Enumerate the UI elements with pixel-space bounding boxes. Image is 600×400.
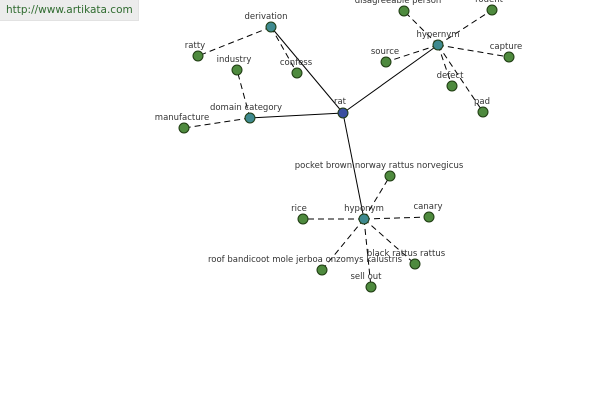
edge-derivation-to-confess xyxy=(270,26,298,74)
edge-hypernym-to-pad xyxy=(437,44,484,113)
edge-hypernym-to-source xyxy=(385,44,439,63)
edge-hypernym-to-disagreeable-person xyxy=(403,10,439,46)
node-label-disagreeable-person[interactable]: disagreeable person xyxy=(355,0,442,6)
node-hyponym[interactable] xyxy=(358,213,370,225)
node-rat[interactable] xyxy=(337,107,349,119)
node-ratty[interactable] xyxy=(192,50,204,62)
edge-hypernym-to-rodent xyxy=(437,9,493,46)
node-label-rodent[interactable]: rodent xyxy=(475,0,504,5)
node-domain-category[interactable] xyxy=(244,112,256,124)
node-canary[interactable] xyxy=(423,211,435,223)
node-rice[interactable] xyxy=(297,213,309,225)
node-confess[interactable] xyxy=(291,67,303,79)
node-pad[interactable] xyxy=(477,106,489,118)
node-derivation[interactable] xyxy=(265,21,277,33)
node-label-roof-bandicoot-mole-jerboa[interactable]: roof bandicoot mole jerboa onzomys kalus… xyxy=(208,255,403,265)
edge-hyponym-to-pocket-brown-norway-rattus-norvegicus xyxy=(363,175,391,220)
edge-rat-to-derivation xyxy=(270,26,344,114)
labels-layer: rat derivation hypernym domain category hypo… xyxy=(155,0,522,282)
watermark-link[interactable]: http://www.artikata.com xyxy=(6,4,133,16)
edge-hyponym-to-black-rattus-rattus xyxy=(363,218,416,265)
node-pocket-brown-norway-rattus-norvegicus[interactable] xyxy=(384,170,396,182)
edge-rat-to-hypernym xyxy=(342,44,439,114)
node-label-pocket-brown-norway-rattus-norvegicus[interactable]: pocket brown norway rattus norvegicus xyxy=(295,161,464,171)
edge-rat-to-domain-category xyxy=(249,112,344,119)
node-label-canary[interactable]: canary xyxy=(413,202,442,212)
node-label-domain-category[interactable]: domain category xyxy=(210,103,282,113)
node-label-rice[interactable]: rice xyxy=(291,204,307,214)
node-roof-bandicoot-mole-jerboa[interactable] xyxy=(316,264,328,276)
edge-domain-category-to-industry xyxy=(236,69,251,119)
node-hypernym[interactable] xyxy=(432,39,444,51)
node-label-confess[interactable]: confess xyxy=(280,58,313,68)
node-label-rat[interactable]: rat xyxy=(334,97,347,107)
node-sell-out[interactable] xyxy=(365,281,377,293)
nodes-layer xyxy=(178,4,515,293)
node-black-rattus-rattus[interactable] xyxy=(409,258,421,270)
edge-domain-category-to-manufacture xyxy=(183,117,251,129)
node-label-industry[interactable]: industry xyxy=(217,55,252,65)
node-label-defect[interactable]: defect xyxy=(437,71,465,81)
node-label-pad[interactable]: pad xyxy=(474,97,490,107)
node-label-hypernym[interactable]: hypernym xyxy=(416,30,459,40)
edge-hypernym-to-defect xyxy=(437,44,453,87)
node-defect[interactable] xyxy=(446,80,458,92)
edge-hyponym-to-canary xyxy=(363,216,430,220)
node-disagreeable-person[interactable] xyxy=(398,5,410,17)
edge-derivation-to-ratty xyxy=(197,26,272,57)
node-label-capture[interactable]: capture xyxy=(490,42,523,52)
edge-hypernym-to-capture xyxy=(437,44,510,58)
node-source[interactable] xyxy=(380,56,392,68)
node-capture[interactable] xyxy=(503,51,515,63)
edges-layer xyxy=(183,9,510,288)
node-label-sell-out[interactable]: sell out xyxy=(350,272,382,282)
node-label-black-rattus-rattus[interactable]: black rattus rattus xyxy=(367,249,446,259)
node-label-ratty[interactable]: ratty xyxy=(185,41,205,51)
node-rodent[interactable] xyxy=(486,4,498,16)
edge-rat-to-hyponym xyxy=(342,112,365,220)
edge-hyponym-to-roof-bandicoot-mole-jerboa xyxy=(321,218,365,271)
node-label-manufacture[interactable]: manufacture xyxy=(155,113,209,123)
node-label-derivation[interactable]: derivation xyxy=(244,12,287,22)
node-label-source[interactable]: source xyxy=(371,47,399,57)
node-manufacture[interactable] xyxy=(178,122,190,134)
node-industry[interactable] xyxy=(231,64,243,76)
node-label-hyponym[interactable]: hyponym xyxy=(344,204,384,214)
watermark-bar: http://www.artikata.com xyxy=(0,0,139,21)
edge-hyponym-to-sell-out xyxy=(363,218,372,288)
